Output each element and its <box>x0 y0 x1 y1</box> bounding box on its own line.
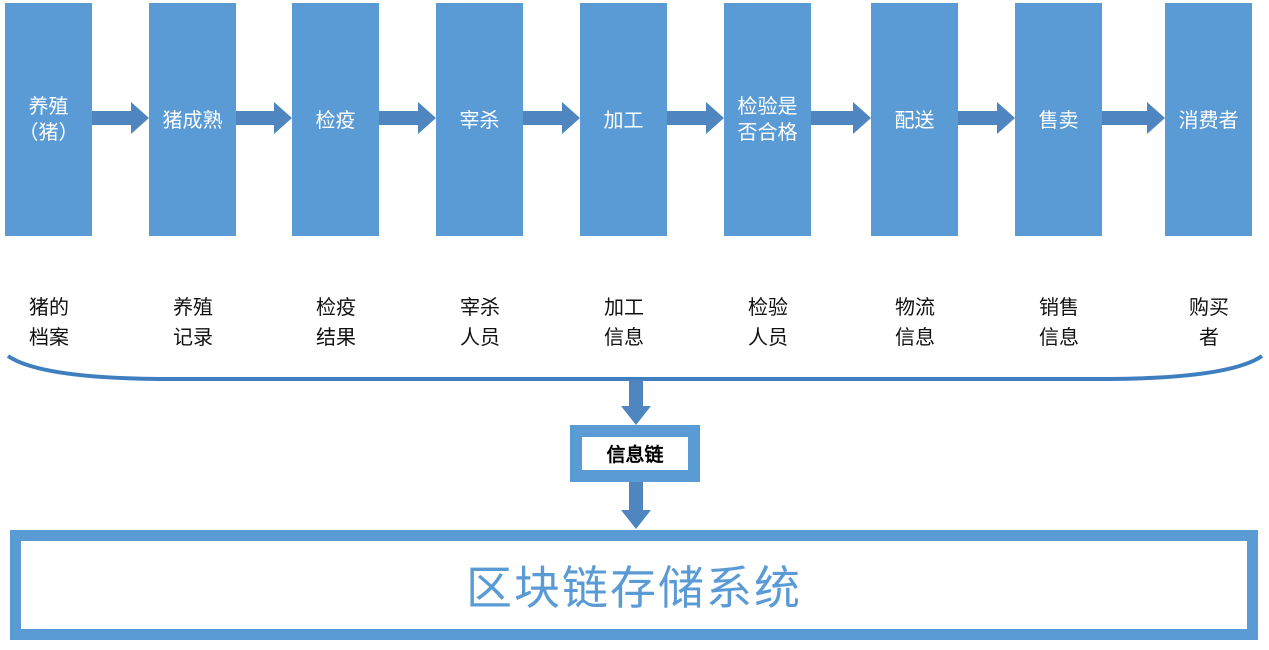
stage-label: 加工 <box>603 108 644 132</box>
info-label-text: 物流 <box>895 295 935 319</box>
stage-label: 猪成熟 <box>162 108 223 132</box>
info-label-text: 检疫 <box>316 295 356 319</box>
info-label: 物流信息 <box>870 292 960 352</box>
stage-box: 加工 <box>580 3 667 236</box>
info-chain-box: 信息链 <box>570 425 700 482</box>
blockchain-storage-box: 区块链存储系统 <box>10 530 1258 640</box>
info-label: 检验人员 <box>723 292 813 352</box>
info-label-text: 养殖 <box>173 295 213 319</box>
down-arrow-icon <box>621 482 651 529</box>
stage-label: 检疫 <box>315 108 356 132</box>
info-label-text: 销售 <box>1039 295 1079 319</box>
info-label-text: 人员 <box>748 325 788 349</box>
right-arrow-icon <box>379 102 436 134</box>
right-arrow-icon <box>523 102 580 134</box>
info-label-text: 记录 <box>173 325 213 349</box>
stage-box: 猪成熟 <box>149 3 236 236</box>
stage-label: 养殖 <box>28 94 69 118</box>
info-label-text: 猪的 <box>29 295 69 319</box>
stage-label: 宰杀 <box>459 108 500 132</box>
right-arrow-icon <box>958 102 1015 134</box>
info-label-text: 宰杀 <box>460 295 500 319</box>
right-arrow-icon <box>236 102 292 134</box>
right-arrow-icon <box>667 102 724 134</box>
right-arrow-icon <box>1102 102 1165 134</box>
info-label: 加工信息 <box>579 292 669 352</box>
stage-box: 宰杀 <box>436 3 523 236</box>
down-arrow-icon <box>621 380 651 425</box>
stage-box: 检疫 <box>292 3 379 236</box>
info-label-text: 购买 <box>1189 295 1229 319</box>
info-label-text: 者 <box>1199 325 1219 349</box>
info-label-text: 信息 <box>1039 325 1079 349</box>
brace-curve <box>6 354 1264 381</box>
info-label-text: 信息 <box>604 325 644 349</box>
stage-label: 配送 <box>894 108 935 132</box>
stage-box: 配送 <box>871 3 958 236</box>
stage-label: 售卖 <box>1038 108 1079 132</box>
info-label-text: 检验 <box>748 295 788 319</box>
stage-box: 售卖 <box>1015 3 1102 236</box>
info-label: 购买者 <box>1164 292 1254 352</box>
info-label: 养殖记录 <box>148 292 238 352</box>
info-label: 检疫结果 <box>291 292 381 352</box>
stage-label: （猪） <box>18 120 79 144</box>
stage-label: 否合格 <box>737 120 798 144</box>
stage-label: 消费者 <box>1178 108 1239 132</box>
info-label: 猪的档案 <box>4 292 94 352</box>
info-chain-label: 信息链 <box>606 444 664 466</box>
info-label-text: 信息 <box>895 325 935 349</box>
info-label-text: 加工 <box>604 295 644 319</box>
right-arrow-icon <box>811 102 871 134</box>
info-label-text: 结果 <box>316 325 356 349</box>
stage-box: 养殖（猪） <box>5 3 92 236</box>
info-label-text: 人员 <box>460 325 500 349</box>
info-label: 宰杀人员 <box>435 292 525 352</box>
stage-box: 消费者 <box>1165 3 1252 236</box>
right-arrow-icon <box>92 102 149 134</box>
info-label: 销售信息 <box>1014 292 1104 352</box>
storage-label: 区块链存储系统 <box>466 561 802 615</box>
stage-label: 检验是 <box>737 94 798 118</box>
info-label-text: 档案 <box>29 325 69 349</box>
stage-box: 检验是否合格 <box>724 3 811 236</box>
